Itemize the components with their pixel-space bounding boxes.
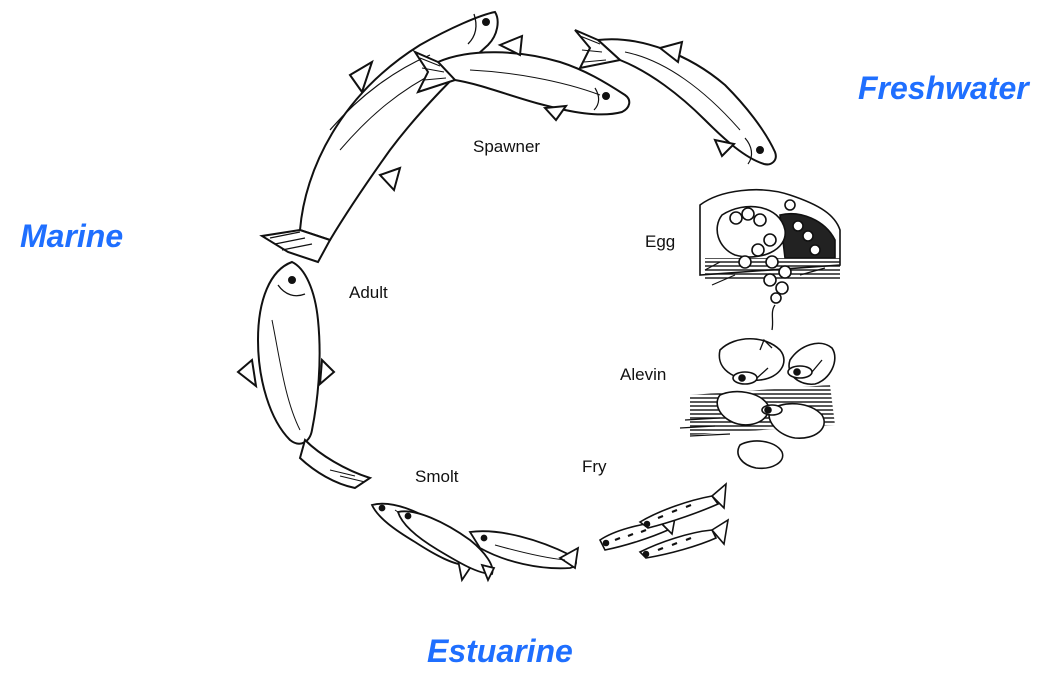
stage-label-spawner: Spawner (473, 138, 540, 155)
smolt-fish-group (372, 504, 578, 580)
fry-fish-group (600, 484, 728, 558)
habitat-label-estuarine: Estuarine (427, 635, 573, 667)
alevin-gravel-illustration (680, 339, 835, 469)
stage-label-egg: Egg (645, 233, 675, 250)
stage-label-fry: Fry (582, 458, 607, 475)
spawner-fish-left (262, 12, 498, 262)
stage-label-smolt: Smolt (415, 468, 458, 485)
stage-label-adult: Adult (349, 284, 388, 301)
stage-label-alevin: Alevin (620, 366, 666, 383)
egg-gravel-illustration (700, 190, 840, 330)
habitat-label-marine: Marine (20, 220, 123, 252)
habitat-label-freshwater: Freshwater (858, 72, 1029, 104)
